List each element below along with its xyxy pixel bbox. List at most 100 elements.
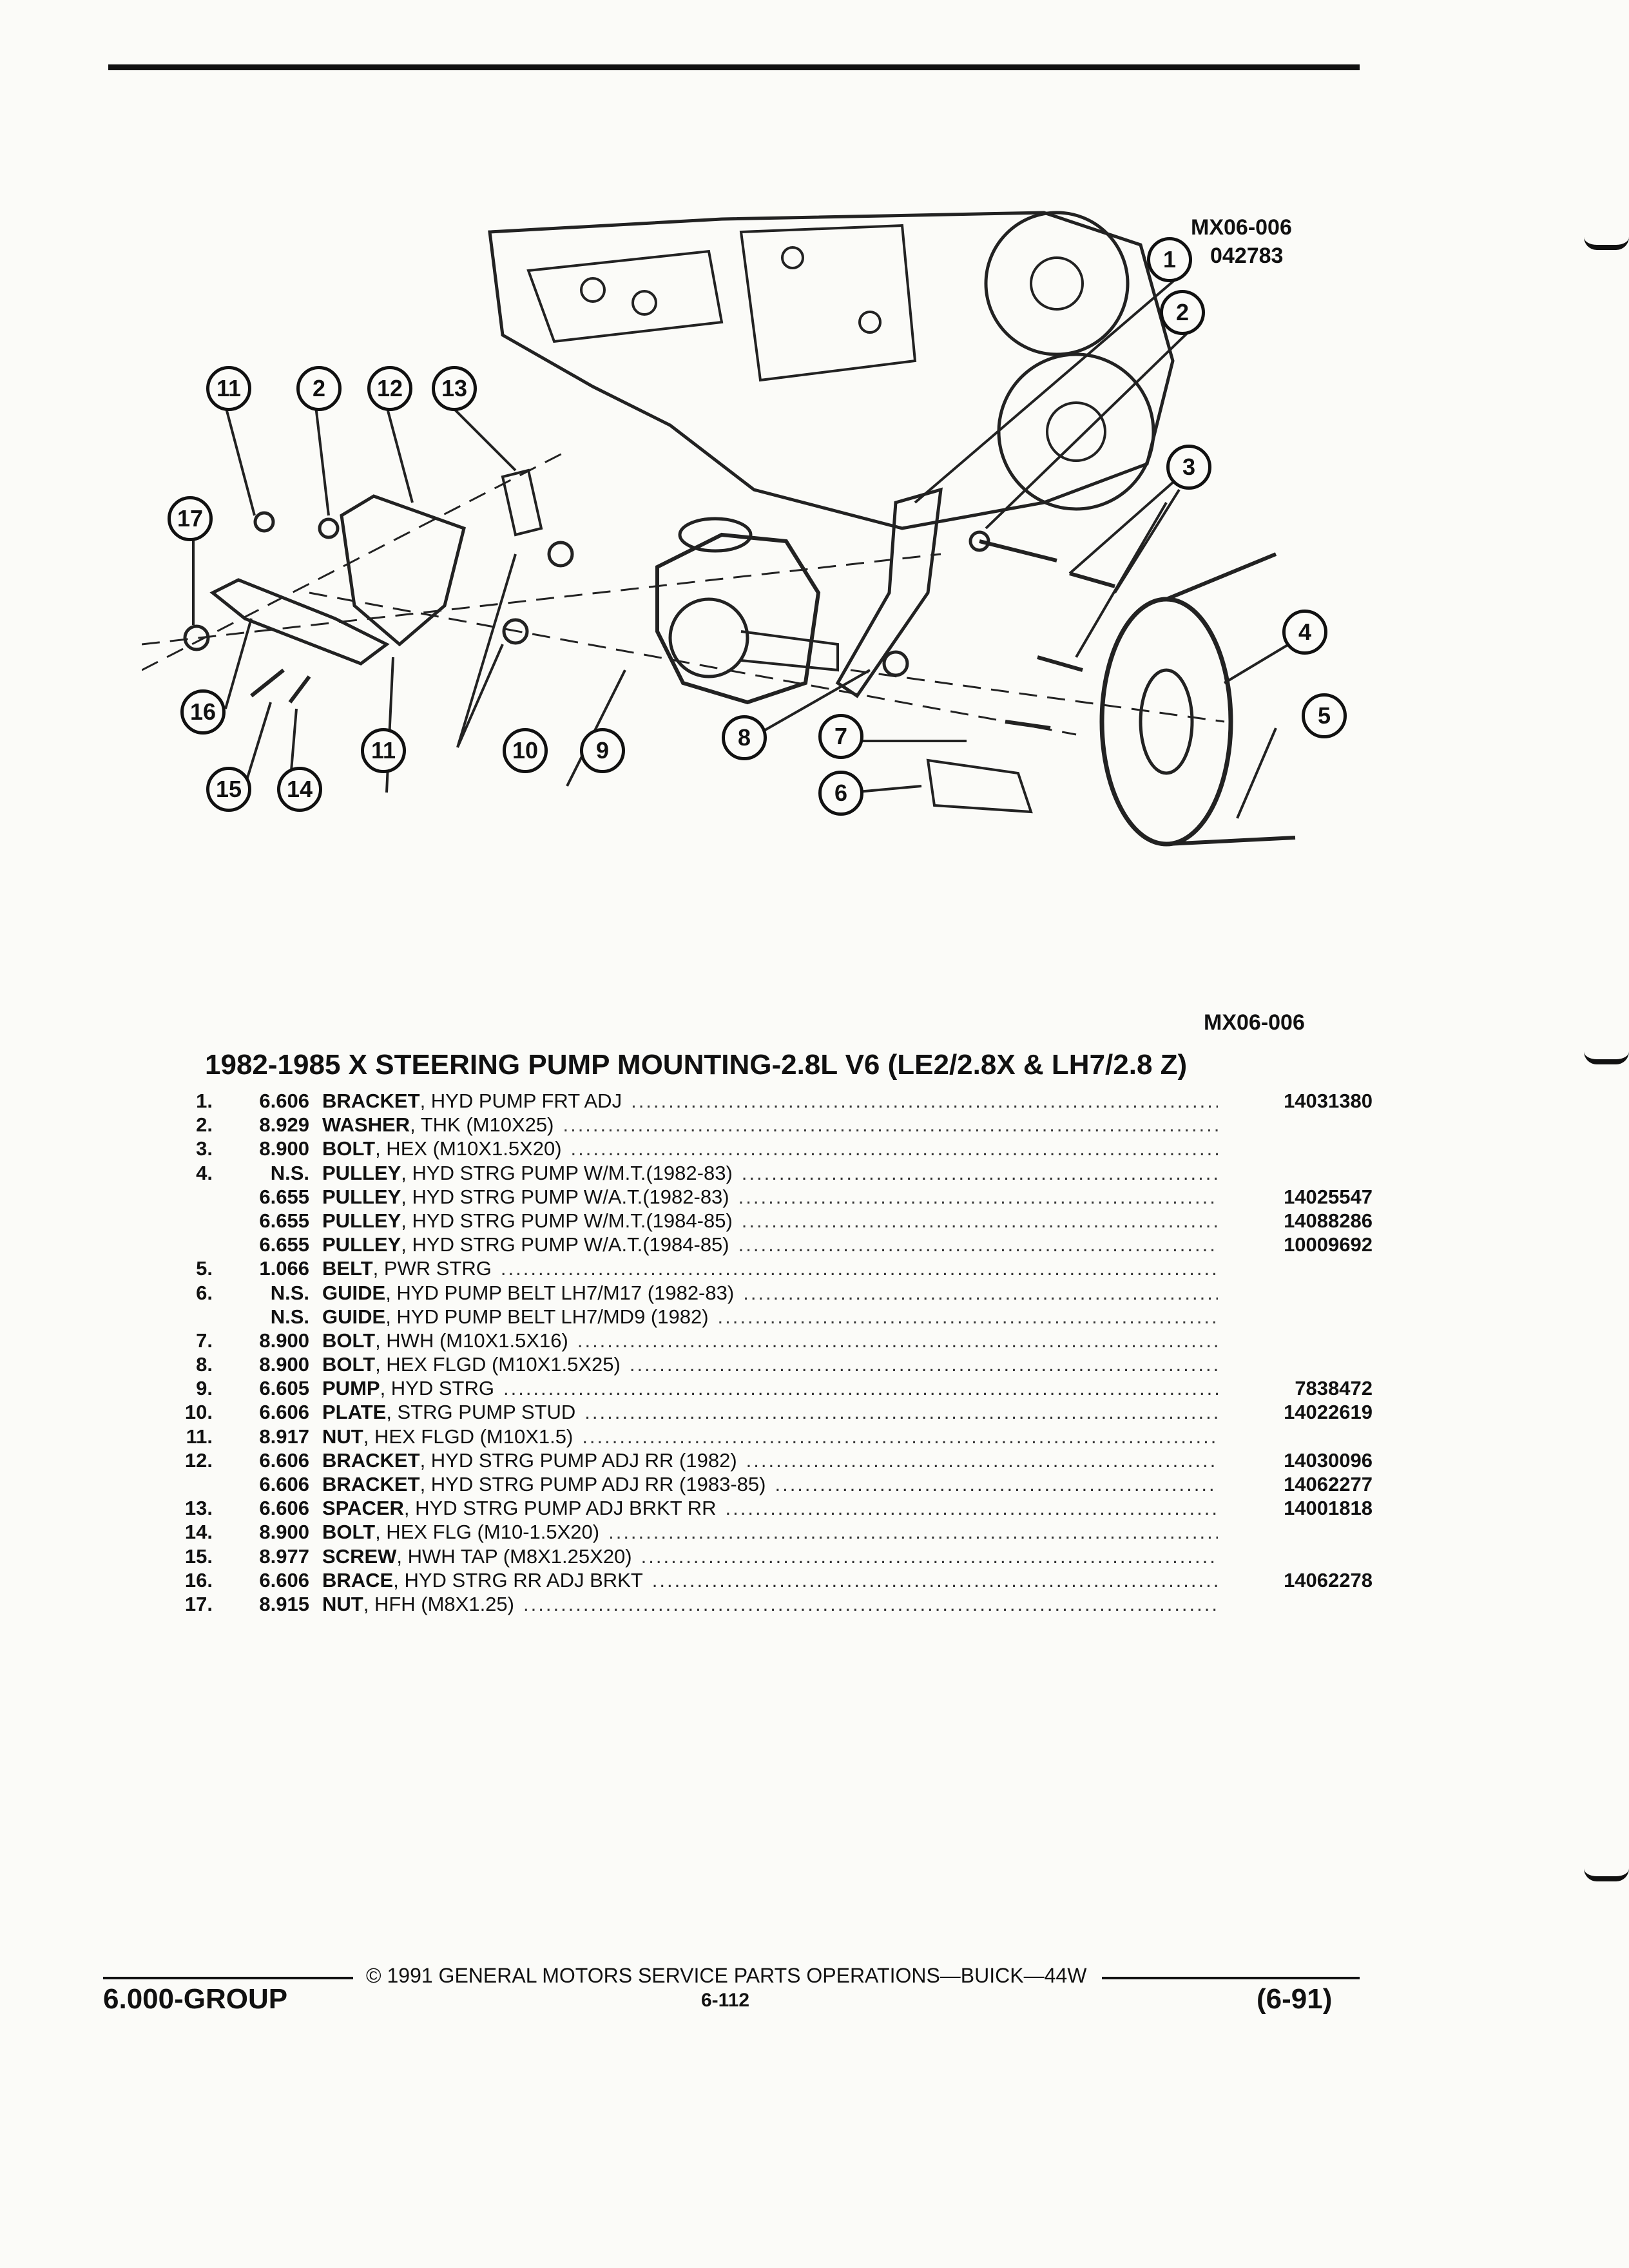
part-detail: , HYD STRG RR ADJ BRKT	[393, 1568, 643, 1591]
group-code: 8.900	[259, 1137, 309, 1160]
top-rule	[108, 64, 1360, 70]
part-description: BELT, PWR STRG..........................…	[322, 1256, 1218, 1280]
part-description: BRACKET, HYD STRG PUMP ADJ RR (1983-85).…	[322, 1472, 1218, 1496]
callout-7: 7	[818, 714, 863, 759]
item-number: 10.	[184, 1401, 213, 1424]
parts-row: 6.N.S.GUIDE, HYD PUMP BELT LH7/M17 (1982…	[161, 1281, 1373, 1305]
pump-body	[655, 532, 821, 705]
part-name: BRACKET	[322, 1473, 420, 1495]
leader-dots: ........................................…	[651, 1568, 1218, 1591]
page-number: 6-112	[701, 1990, 750, 2011]
callout-3: 3	[1166, 445, 1211, 490]
group-code: 6.606	[259, 1473, 309, 1495]
part-number: 14030096	[1284, 1448, 1373, 1472]
group-code: 8.900	[259, 1353, 309, 1376]
part-detail: , HYD PUMP FRT ADJ	[419, 1090, 622, 1112]
leader-dots: ........................................…	[746, 1448, 1218, 1472]
footer-rule-right	[1102, 1977, 1360, 1979]
parts-row: 6.606 BRACKET, HYD STRG PUMP ADJ RR (1983…	[161, 1472, 1373, 1496]
section-title: 1982-1985 X STEERING PUMP MOUNTING-2.8L …	[205, 1049, 1188, 1081]
leader-dots: ........................................…	[582, 1425, 1218, 1448]
leader-dots: ........................................…	[577, 1329, 1218, 1352]
figure-reference: MX06-006	[1204, 1010, 1305, 1035]
part-description: BRACKET, HYD PUMP FRT ADJ...............…	[322, 1089, 1218, 1113]
part-detail: , HWH TAP (M8X1.25X20)	[396, 1544, 632, 1568]
part-name: SPACER	[322, 1497, 404, 1520]
part-number: 14025547	[1284, 1185, 1373, 1208]
item-number: 3.	[196, 1137, 213, 1160]
part-number: 7838472	[1295, 1377, 1373, 1400]
part-detail: , HEX FLGD (M10X1.5X25)	[375, 1353, 621, 1376]
parts-row: 4.N.S.PULLEY, HYD STRG PUMP W/M.T.(1982-…	[161, 1161, 1373, 1185]
leader-dots: ........................................…	[641, 1544, 1218, 1568]
part-name: BRACE	[322, 1568, 394, 1591]
group-code: 6.606	[259, 1448, 309, 1472]
part-name: PUMP	[322, 1377, 380, 1400]
leader-dots: ........................................…	[500, 1257, 1218, 1280]
part-description: PULLEY, HYD STRG PUMP W/A.T.(1984-85)...…	[322, 1233, 1218, 1256]
footer-rule-left	[103, 1977, 353, 1979]
belt	[1165, 552, 1296, 846]
leader-dots: ........................................…	[523, 1592, 1218, 1615]
leader-dots: ........................................…	[725, 1497, 1218, 1520]
leader-dots: ........................................…	[775, 1473, 1218, 1495]
item-number: 8.	[196, 1353, 213, 1376]
part-detail: , PWR STRG	[372, 1257, 492, 1280]
group-code: 8.977	[259, 1544, 309, 1568]
group-code: 6.606	[259, 1568, 309, 1591]
leader-dots: ........................................…	[631, 1090, 1218, 1112]
callout-11: 11	[206, 366, 251, 411]
part-name: NUT	[322, 1592, 363, 1615]
callout-16: 16	[180, 689, 226, 735]
exploded-diagram: MX06-006 042783 1 2 2 3 4 5 6 7 8 9 10 1…	[142, 193, 1366, 889]
part-description: NUT, HFH (M8X1.25)......................…	[322, 1592, 1218, 1616]
leader-dots: ........................................…	[743, 1281, 1218, 1304]
group-code: 1.066	[259, 1257, 309, 1280]
group-code: 8.900	[259, 1329, 309, 1352]
parts-row: 16. 6.606 BRACE, HYD STRG RR ADJ BRKT.....…	[161, 1568, 1373, 1592]
callout-15: 15	[206, 767, 251, 812]
leader-dots: ........................................…	[741, 1209, 1218, 1232]
group-code: N.S.	[270, 1281, 309, 1304]
callout-13: 13	[432, 366, 477, 411]
callout-12: 12	[367, 366, 412, 411]
part-detail: , HYD STRG PUMP W/A.T.(1984-85)	[401, 1233, 729, 1256]
group-code: 6.605	[259, 1377, 309, 1400]
part-name: BOLT	[322, 1521, 376, 1544]
parts-row: N.S.GUIDE, HYD PUMP BELT LH7/MD9 (1982).…	[161, 1305, 1373, 1329]
leader-dots: ........................................…	[584, 1401, 1218, 1424]
group-code: 6.606	[259, 1090, 309, 1112]
part-description: BOLT, HEX FLGD (M10X1.5X25).............…	[322, 1352, 1218, 1376]
revision-date: (6-91)	[1257, 1983, 1333, 2015]
part-description: PULLEY, HYD STRG PUMP W/A.T.(1982-83)...…	[322, 1185, 1218, 1209]
leader-dots: ........................................…	[563, 1113, 1218, 1137]
part-detail: , HYD PUMP BELT LH7/MD9 (1982)	[385, 1305, 709, 1328]
callout-10: 10	[503, 728, 548, 773]
part-name: PULLEY	[322, 1209, 401, 1232]
part-name: BOLT	[322, 1329, 376, 1352]
part-detail: , HEX (M10X1.5X20)	[375, 1137, 562, 1160]
part-number: 14088286	[1284, 1209, 1373, 1232]
part-detail: , HWH (M10X1.5X16)	[375, 1329, 568, 1352]
part-description: SCREW, HWH TAP (M8X1.25X20).............…	[322, 1544, 1218, 1568]
callout-17: 17	[168, 496, 213, 541]
part-name: GUIDE	[322, 1281, 386, 1304]
group-code: 6.655	[259, 1233, 309, 1256]
item-number: 16.	[184, 1568, 213, 1591]
group-code: 8.900	[259, 1521, 309, 1544]
part-name: NUT	[322, 1425, 363, 1448]
part-name: BELT	[322, 1257, 373, 1280]
item-number: 5.	[196, 1257, 213, 1280]
callout-5: 5	[1302, 693, 1347, 738]
part-description: BRACE, HYD STRG RR ADJ BRKT.............…	[322, 1568, 1218, 1592]
part-name: BRACKET	[322, 1090, 420, 1112]
part-detail: , HEX FLGD (M10X1.5)	[363, 1425, 574, 1448]
part-description: SPACER, HYD STRG PUMP ADJ BRKT RR.......…	[322, 1496, 1218, 1520]
